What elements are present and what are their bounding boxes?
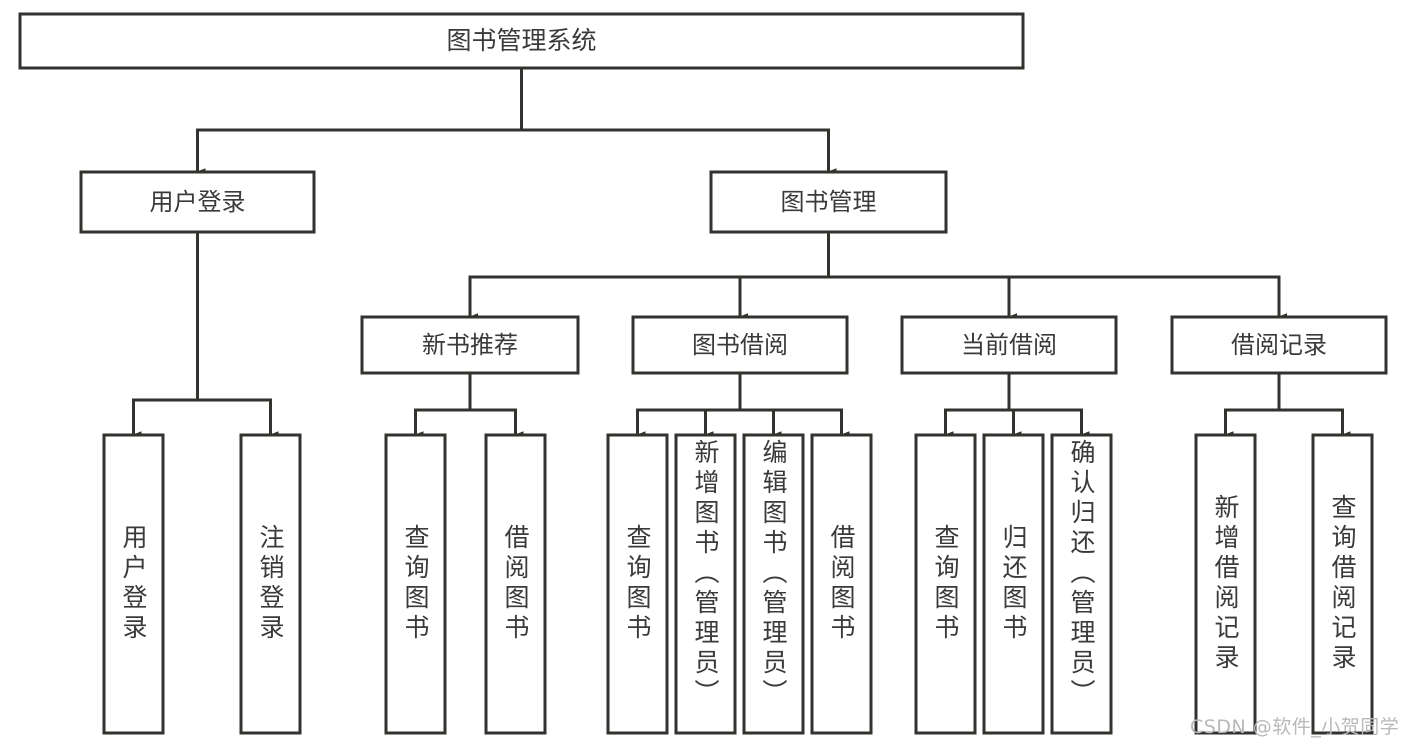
node-book-manage-label: 图书管理 — [781, 188, 877, 216]
csdn-watermark: CSDN @软件_小贺同学 — [1190, 716, 1400, 738]
node-leaf-add-book-admin[interactable] — [674, 433, 737, 735]
edge-book-manage-branch-2 — [828, 275, 1017, 321]
node-new-book-rec-label: 新书推荐 — [422, 331, 518, 359]
node-leaf-borrow-book-rec[interactable] — [484, 433, 547, 735]
node-borrow-record-label: 借阅记录 — [1231, 331, 1327, 359]
node-leaf-edit-book-admin[interactable] — [742, 433, 805, 735]
edge-root-branch-1 — [521, 128, 837, 176]
node-book-borrow[interactable] — [631, 315, 849, 375]
node-user-login[interactable] — [79, 170, 316, 234]
edge-borrow-record-branch-1 — [1279, 408, 1351, 439]
edge-root-branch-0 — [196, 128, 522, 176]
edge-book-borrow-branch-2 — [740, 408, 782, 439]
edge-current-borrow-branch-1 — [1009, 408, 1022, 439]
node-new-book-rec[interactable] — [360, 315, 580, 375]
edge-book-manage-branch-1 — [738, 275, 829, 321]
edge-book-manage-branch-0 — [468, 275, 829, 321]
edge-new-book-rec-branch-1 — [470, 408, 524, 439]
node-leaf-borrow-book[interactable] — [810, 433, 873, 735]
edge-layer — [132, 68, 1351, 439]
edge-book-manage-branch-3 — [828, 275, 1287, 321]
node-leaf-user-login[interactable] — [102, 433, 165, 735]
node-leaf-return-book[interactable] — [982, 433, 1045, 735]
edge-current-borrow-branch-0 — [944, 408, 1009, 439]
node-borrow-record[interactable] — [1170, 315, 1388, 375]
node-leaf-user-logout[interactable] — [239, 433, 302, 735]
node-root[interactable] — [18, 12, 1025, 70]
node-leaf-query-borrow-record[interactable] — [1311, 433, 1374, 735]
node-current-borrow-label: 当前借阅 — [961, 331, 1057, 359]
node-book-manage[interactable] — [709, 170, 948, 234]
edge-user-login-branch-0 — [132, 398, 198, 439]
node-current-borrow[interactable] — [900, 315, 1118, 375]
node-leaf-query-book[interactable] — [606, 433, 669, 735]
edge-new-book-rec-branch-0 — [414, 408, 470, 439]
node-user-login-label: 用户登录 — [150, 188, 246, 216]
node-book-borrow-label: 图书借阅 — [692, 331, 788, 359]
node-leaf-add-borrow-record[interactable] — [1194, 433, 1257, 735]
node-leaf-confirm-return-admin[interactable] — [1050, 433, 1113, 735]
edge-book-borrow-branch-1 — [704, 408, 740, 439]
edge-current-borrow-branch-2 — [1009, 408, 1090, 439]
edge-book-borrow-branch-0 — [636, 408, 740, 439]
edge-book-borrow-branch-3 — [740, 408, 850, 439]
edge-borrow-record-branch-0 — [1224, 408, 1279, 439]
node-root-label: 图书管理系统 — [446, 26, 596, 55]
node-leaf-query-book-rec[interactable] — [384, 433, 447, 735]
node-leaf-query-book-cur[interactable] — [914, 433, 977, 735]
edge-user-login-branch-1 — [197, 398, 279, 439]
